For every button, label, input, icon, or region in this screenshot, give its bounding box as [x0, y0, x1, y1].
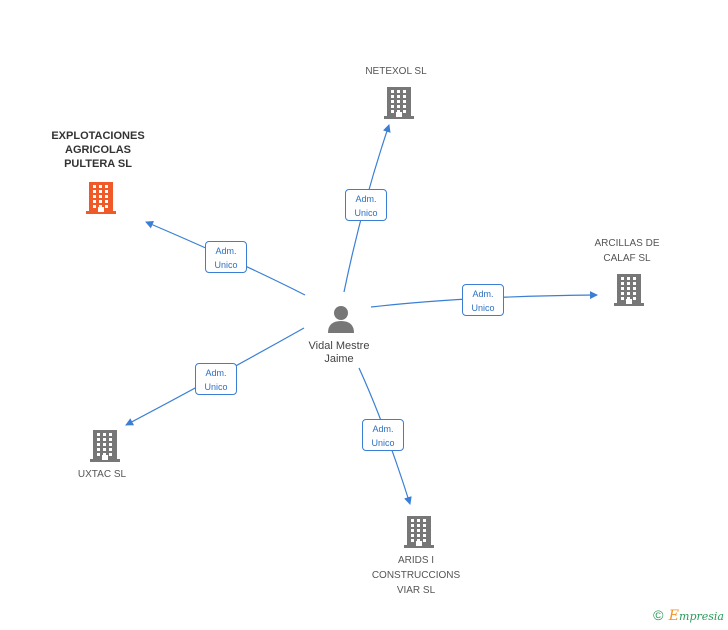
edge-role-detail: Unico [471, 303, 495, 313]
edge-role-detail: Unico [204, 382, 228, 392]
edge-role-detail: Unico [354, 208, 378, 218]
person-name[interactable]: Vidal Mestre Jaime [308, 340, 370, 365]
company-name-arcillas[interactable]: ARCILLAS DE CALAF SL [594, 238, 660, 264]
brand-logo-text: mpresia [679, 610, 724, 623]
company-name-arids[interactable]: ARIDS I CONSTRUCCIONS VIAR SL [371, 555, 461, 596]
edge-role: Adm. [472, 289, 494, 299]
person-icon[interactable] [326, 305, 356, 338]
footer-brand: © Empresia [653, 607, 724, 624]
copyright-symbol: © [653, 607, 664, 623]
building-icon[interactable] [86, 180, 116, 219]
building-icon[interactable] [90, 428, 120, 467]
edge-label-uxtac[interactable]: Adm. Unico [195, 363, 237, 395]
edge-role: Adm. [205, 368, 227, 378]
edge-label-arcillas[interactable]: Adm. Unico [462, 284, 504, 316]
company-name-explotaciones[interactable]: EXPLOTACIONES AGRICOLAS PULTERA SL [51, 130, 145, 170]
building-icon[interactable] [404, 514, 434, 553]
edge-role-detail: Unico [214, 260, 238, 270]
edge-role: Adm. [355, 194, 377, 204]
building-icon[interactable] [384, 85, 414, 124]
brand-logo-initial: E [668, 608, 680, 624]
building-icon[interactable] [614, 272, 644, 311]
edge-role-detail: Unico [371, 438, 395, 448]
edge-role: Adm. [372, 424, 394, 434]
edge-label-arids[interactable]: Adm. Unico [362, 419, 404, 451]
edge-label-explotaciones[interactable]: Adm. Unico [205, 241, 247, 273]
edge-role: Adm. [215, 246, 237, 256]
company-name-netexol[interactable]: NETEXOL SL [365, 66, 427, 77]
company-name-uxtac[interactable]: UXTAC SL [77, 469, 127, 480]
edge-label-netexol[interactable]: Adm. Unico [345, 189, 387, 221]
